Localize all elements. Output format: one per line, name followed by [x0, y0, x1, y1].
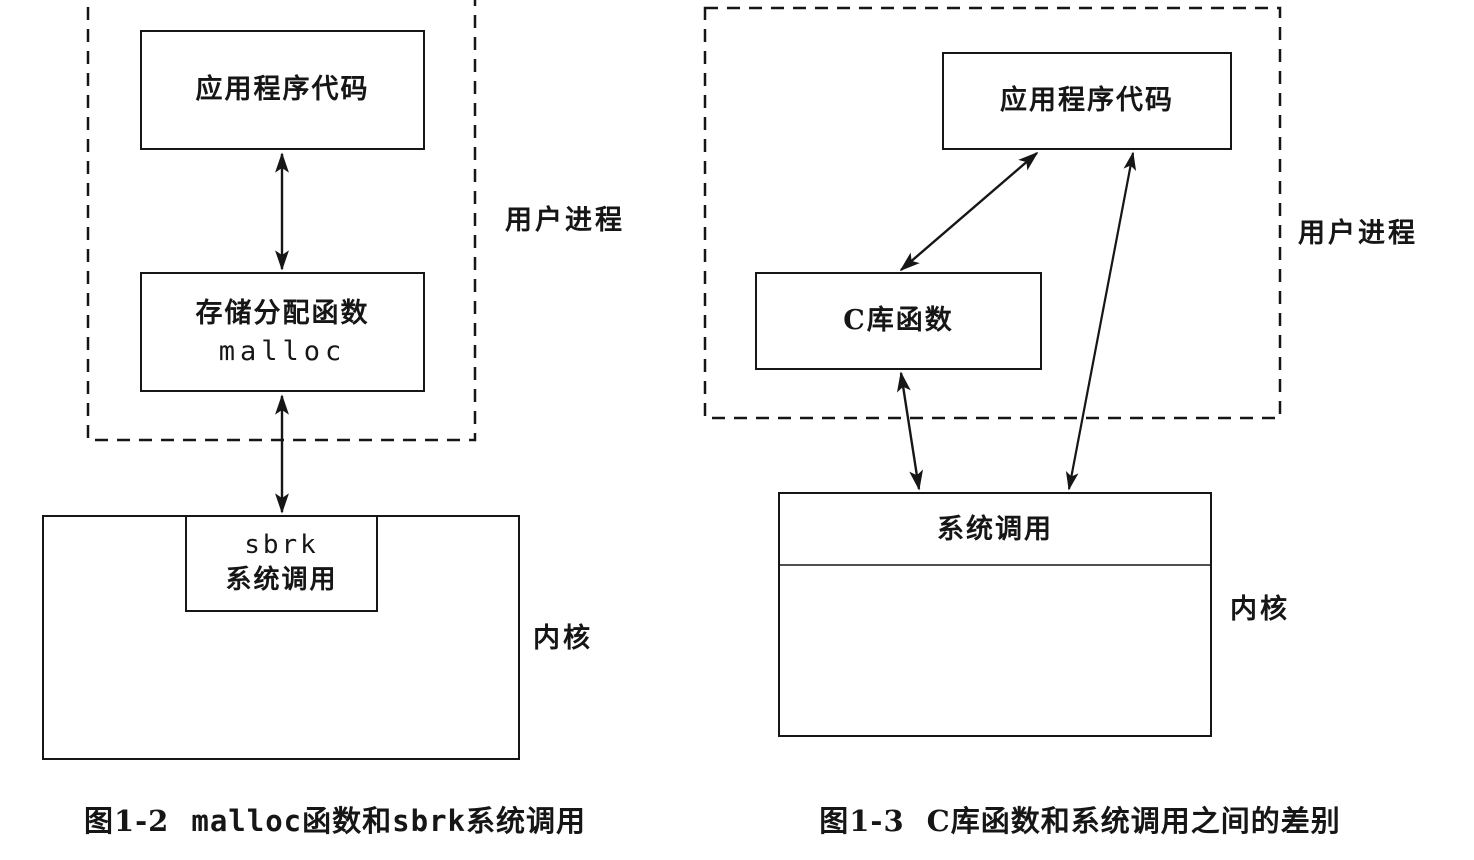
- fig13-arrow-app-syscall: [1065, 151, 1137, 491]
- fig12-sbrk-box: sbrk 系统调用: [185, 515, 378, 612]
- fig12-sbrk-label-line2: 系统调用: [225, 565, 338, 596]
- fig12-malloc-label-line2: malloc: [218, 336, 347, 368]
- fig13-user-process-label: 用户进程: [1298, 218, 1418, 249]
- fig13-caption: 图1-3 C库函数和系统调用之间的差别: [790, 798, 1370, 840]
- fig13-arrow-app-clib: [899, 151, 1039, 272]
- fig13-app-code-box: 应用程序代码: [942, 52, 1232, 150]
- fig12-caption-malloc: malloc: [191, 804, 303, 838]
- fig13-caption-text: C库函数和系统调用之间的差别: [926, 804, 1341, 838]
- fig12-kernel-label: 内核: [533, 623, 593, 654]
- fig12-caption: 图1-2 malloc函数和sbrk系统调用: [40, 798, 630, 840]
- fig13-kernel-label: 内核: [1230, 594, 1290, 625]
- fig13-app-code-label: 应用程序代码: [1000, 85, 1174, 117]
- fig13-clib-box: C库函数: [755, 272, 1042, 370]
- fig13-syscall-band: 系统调用: [780, 494, 1210, 565]
- fig12-user-process-label: 用户进程: [505, 205, 625, 236]
- fig12-caption-tail: 系统调用: [466, 804, 587, 838]
- fig12-caption-sbrk: sbrk: [392, 804, 466, 838]
- fig12-caption-mid: 函数和: [302, 804, 393, 838]
- fig12-app-code-box: 应用程序代码: [140, 30, 425, 150]
- fig12-app-code-label: 应用程序代码: [195, 74, 370, 106]
- fig13-arrow-clib-syscall: [896, 371, 924, 491]
- fig13-clib-label: C库函数: [843, 305, 954, 337]
- fig12-sbrk-label-line1: sbrk: [244, 530, 319, 561]
- fig12-caption-number: 图1-2: [83, 804, 170, 838]
- fig12-malloc-label-line1: 存储分配函数: [195, 297, 370, 329]
- fig12-malloc-box: 存储分配函数 malloc: [140, 272, 425, 392]
- fig13-syscall-label: 系统调用: [937, 513, 1053, 545]
- fig13-kernel-box: 系统调用: [778, 492, 1212, 737]
- fig13-caption-number: 图1-3: [819, 804, 905, 838]
